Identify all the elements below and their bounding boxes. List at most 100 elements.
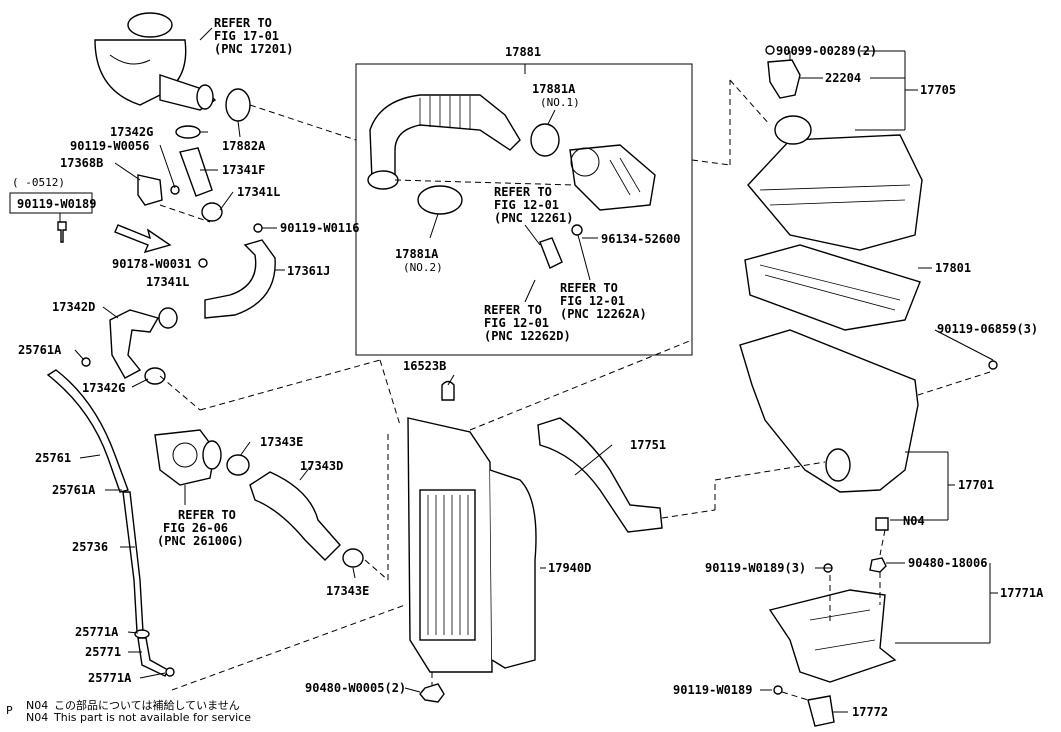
label-n04: N04 <box>903 514 925 528</box>
footer-note-en-code: N04 <box>26 711 49 724</box>
nut-90480-18006-part <box>869 557 887 573</box>
ref-fig-12-01b-line3: (PNC 12262A) <box>560 307 647 321</box>
label-17881a-no1: 17881A <box>532 82 576 96</box>
hose-17342d-part <box>109 309 160 379</box>
hose-25761-part <box>46 369 129 493</box>
bolt-90119-w0189-bot-part <box>773 685 783 695</box>
label-17342g-top: 17342G <box>110 125 153 139</box>
ref-fig-12-01c-line2: FIG 12-01 <box>484 316 549 330</box>
label-17343e-top: 17343E <box>260 435 303 449</box>
nut-90480-w0005-part <box>419 683 445 703</box>
label-90480-18006: 90480-18006 <box>908 556 987 570</box>
label-17368b: 17368B <box>60 156 103 170</box>
bracket-17771a-part <box>768 589 897 683</box>
label-25771: 25771 <box>85 645 121 659</box>
filter-element-part <box>744 244 921 331</box>
ref-fig-12-01b-line1: REFER TO <box>560 281 618 295</box>
label-date-range: ( -0512) <box>12 176 65 189</box>
label-25771a-bot: 25771A <box>88 671 132 685</box>
pipe-25736-part <box>122 491 144 633</box>
label-90099: 90099-00289(2) <box>776 44 877 58</box>
label-16523b: 16523B <box>403 359 446 373</box>
label-90119-w0056: 90119-W0056 <box>70 139 149 153</box>
hose-17343d-part <box>249 471 341 561</box>
fitting-96134-part <box>571 224 583 236</box>
ring-17342g-top-part <box>175 125 201 139</box>
label-17771a: 17771A <box>1000 586 1044 600</box>
label-25736: 25736 <box>72 540 108 554</box>
clamp-17343e-bot-part <box>342 548 364 568</box>
label-17341l-top: 17341L <box>237 185 280 199</box>
label-25761a-top: 25761A <box>18 343 62 357</box>
leader-lines <box>59 27 998 713</box>
ref-fig-12-01a-line1: REFER TO <box>494 185 552 199</box>
footer-note-en: N04 This part is not available for servic… <box>26 711 251 724</box>
ref-fig-12-01c-line3: (PNC 12262D) <box>484 329 571 343</box>
label-22204: 22204 <box>825 71 861 85</box>
label-17705: 17705 <box>920 83 956 97</box>
ref-fig-12-01b-line2: FIG 12-01 <box>560 294 625 308</box>
clamp-17881a-no1-part <box>530 123 560 157</box>
turbocharger-part <box>94 12 217 111</box>
bracket-17368b-part <box>137 174 163 206</box>
clip-25771a-part <box>134 629 150 639</box>
sensor-22204-part <box>767 59 801 99</box>
label-17772: 17772 <box>852 705 888 719</box>
label-25761: 25761 <box>35 451 71 465</box>
resonator-part <box>569 144 656 211</box>
ref-fig-26-06-line1: REFER TO <box>178 508 236 522</box>
bolt-90119-w0056-part <box>170 185 180 195</box>
ref-fig-17-01-line1: REFER TO <box>214 16 272 30</box>
label-17342d: 17342D <box>52 300 95 314</box>
grommet-n04-part <box>875 517 889 531</box>
clamp-17343e-top-part <box>226 454 250 476</box>
ref-fig-12-01a-line3: (PNC 12261) <box>494 211 573 225</box>
footer-note-jp-code: N04 <box>26 699 49 712</box>
clamp-17341l-mid-part <box>158 307 178 329</box>
label-17940d: 17940D <box>548 561 591 575</box>
intercooler-part <box>407 417 537 673</box>
label-17342g-bot: 17342G <box>82 381 125 395</box>
label-90119-w0189-3: 90119-W0189(3) <box>705 561 806 575</box>
label-90119-w0189-box: 90119-W0189 <box>17 197 96 211</box>
inset-box-17881 <box>355 63 693 356</box>
screw-90099-part <box>765 45 775 55</box>
duct-17751-part <box>537 417 663 533</box>
label-90119-w0189-bot: 90119-W0189 <box>673 683 752 697</box>
label-17881a-no2: 17881A <box>395 247 439 261</box>
ref-fig-17-01-line2: FIG 17-01 <box>214 29 279 43</box>
label-90119-w0116: 90119-W0116 <box>280 221 359 235</box>
label-17882a: 17882A <box>222 139 266 153</box>
air-cleaner-case-part <box>739 329 919 493</box>
date-box <box>9 192 93 214</box>
label-17881: 17881 <box>505 45 541 59</box>
label-17751: 17751 <box>630 438 666 452</box>
clip-25771a-bot-part <box>165 667 175 677</box>
pipe-17361j-part <box>204 239 276 319</box>
clamp-17881a-no2-part <box>417 185 463 215</box>
label-17343e-bot: 17343E <box>326 584 369 598</box>
label-90480-w0005: 90480-W0005(2) <box>305 681 406 695</box>
label-90178: 90178-W0031 <box>112 257 191 271</box>
ref-fig-12-01a-line2: FIG 12-01 <box>494 198 559 212</box>
ref-fig-17-01-line3: (PNC 17201) <box>214 42 293 56</box>
clamp-17341l-top-part <box>201 202 223 222</box>
direction-arrow <box>114 224 172 254</box>
clamp-17882a-part <box>225 88 251 122</box>
label-96134: 96134-52600 <box>601 232 680 246</box>
ref-fig-26-06-line3: (PNC 26100G) <box>157 534 244 548</box>
air-hose-17881-part <box>367 94 521 190</box>
footer-note-en-text: This part is not available for service <box>54 711 251 724</box>
ref-fig-12-01c-line1: REFER TO <box>484 303 542 317</box>
label-17801: 17801 <box>935 261 971 275</box>
label-17341f: 17341F <box>222 163 265 177</box>
pipe-17341f-part <box>179 147 213 197</box>
air-cleaner-cap-part <box>747 115 923 251</box>
bolt-90178-part <box>198 258 208 268</box>
label-no2: (NO.2) <box>403 261 443 274</box>
label-17701: 17701 <box>958 478 994 492</box>
bracket-17772-part <box>807 695 835 727</box>
label-17341l-mid: 17341L <box>146 275 189 289</box>
